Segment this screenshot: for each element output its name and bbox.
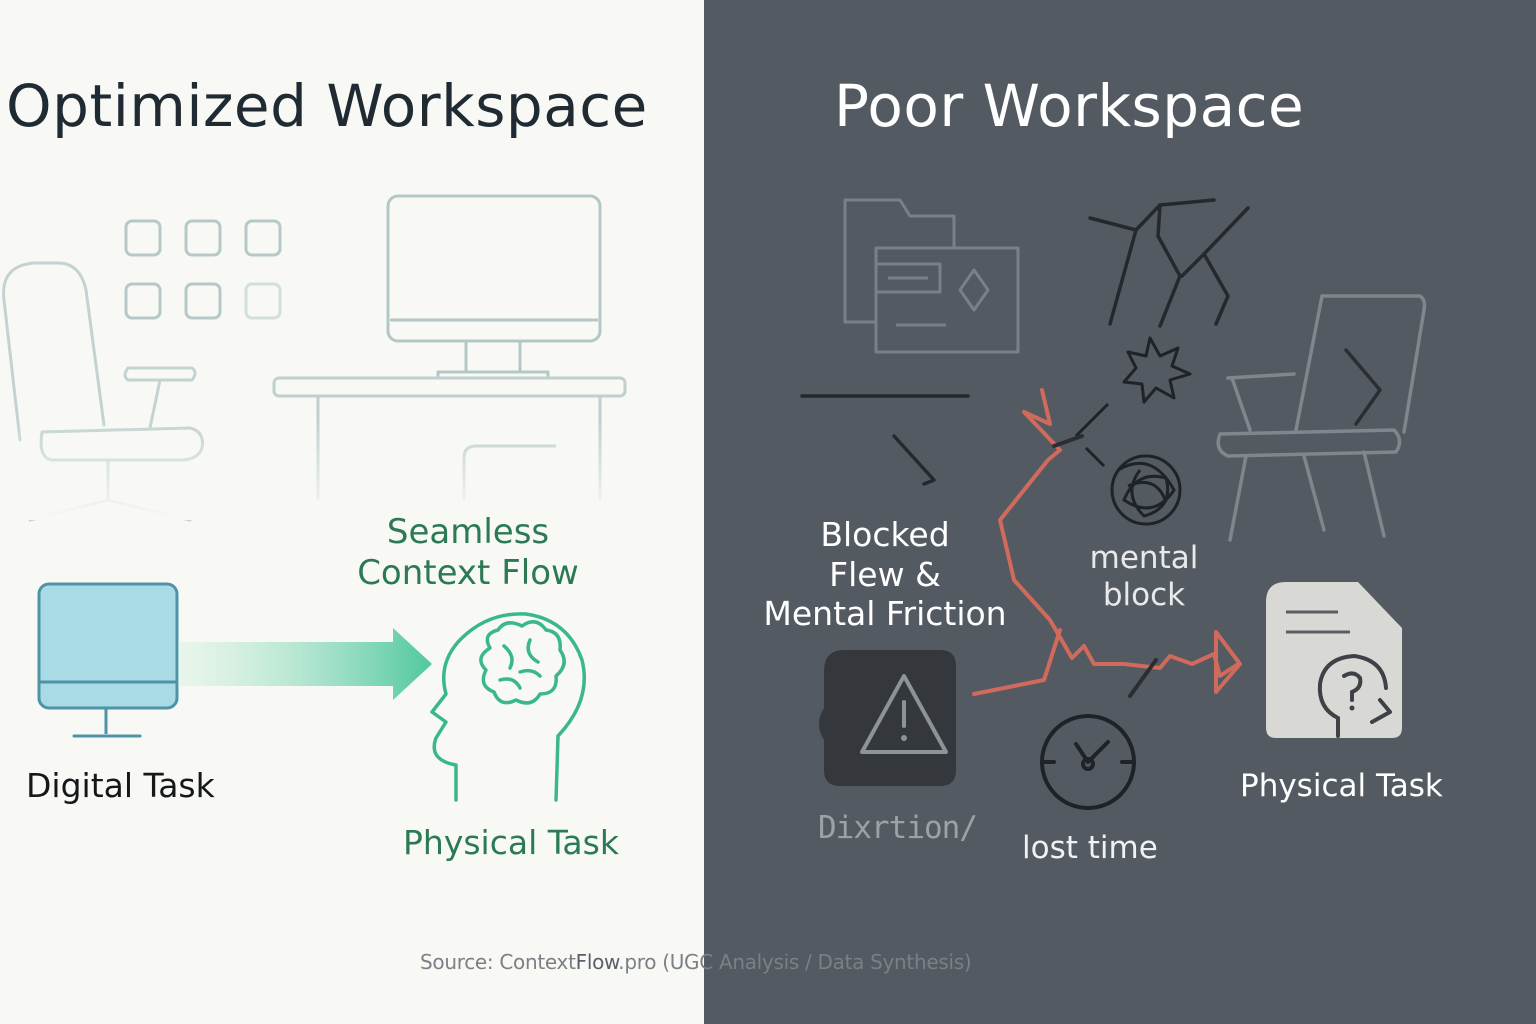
page-title-poor: Poor Workspace xyxy=(834,72,1305,140)
app-grid-icon xyxy=(124,219,282,320)
flow-arrow-icon xyxy=(178,628,432,700)
mental-block-label-line2: block xyxy=(1102,577,1186,614)
documents-icon xyxy=(843,198,1020,354)
mental-block-label: mental block xyxy=(1074,540,1214,614)
source-prefix: Source: Context xyxy=(420,950,576,974)
poor-workspace-panel: Poor Workspace Blocked Flew & Mental Fri… xyxy=(704,0,1536,1024)
jagged-arrow-icon xyxy=(972,388,1242,698)
clock-icon xyxy=(1040,714,1136,810)
decorative-lines xyxy=(800,394,970,486)
optimized-workspace-illustration xyxy=(0,194,704,802)
mental-block-label-line1: mental xyxy=(1089,540,1199,576)
computer-icon xyxy=(37,582,179,738)
monitor-icon xyxy=(386,194,602,380)
page-title-optimized: Optimized Workspace xyxy=(6,72,648,140)
physical-task-label-left: Physical Task xyxy=(403,823,619,862)
seamless-flow-label: Seamless Context Flow xyxy=(338,512,598,594)
seamless-flow-label-line1: Seamless xyxy=(386,512,550,552)
chair-icon xyxy=(1216,294,1427,542)
cracked-glass-icon xyxy=(1088,198,1250,328)
warning-icon xyxy=(819,650,956,786)
brain-head-icon xyxy=(430,612,586,802)
optimized-workspace-panel: Optimized Workspace Seamless Context Flo… xyxy=(0,0,704,1024)
digital-task-label: Digital Task xyxy=(26,766,215,805)
poor-workspace-illustration xyxy=(800,198,1427,810)
seamless-flow-label-line2: Context Flow xyxy=(357,552,579,593)
document-question-icon xyxy=(1266,582,1402,738)
lost-time-label: lost time xyxy=(1022,830,1158,866)
tangle-icon xyxy=(1110,454,1182,526)
source-caption: Source: ContextFlow.pro (UGC Analysis / … xyxy=(420,950,972,974)
source-brand: Flow xyxy=(575,950,619,974)
blocked-flow-label-line1: Blocked xyxy=(820,515,950,554)
burst-icon xyxy=(1074,336,1192,468)
blocked-flow-label-line3: Mental Friction xyxy=(763,594,1007,634)
source-suffix: .pro (UGC Analysis / Data Synthesis) xyxy=(618,950,972,974)
distortion-label: Dixrtion/ xyxy=(818,810,978,846)
blocked-flow-label-line2: Flew & xyxy=(829,554,941,594)
physical-task-label-right: Physical Task xyxy=(1240,768,1443,804)
blocked-flow-label: Blocked Flew & Mental Friction xyxy=(760,515,1010,634)
